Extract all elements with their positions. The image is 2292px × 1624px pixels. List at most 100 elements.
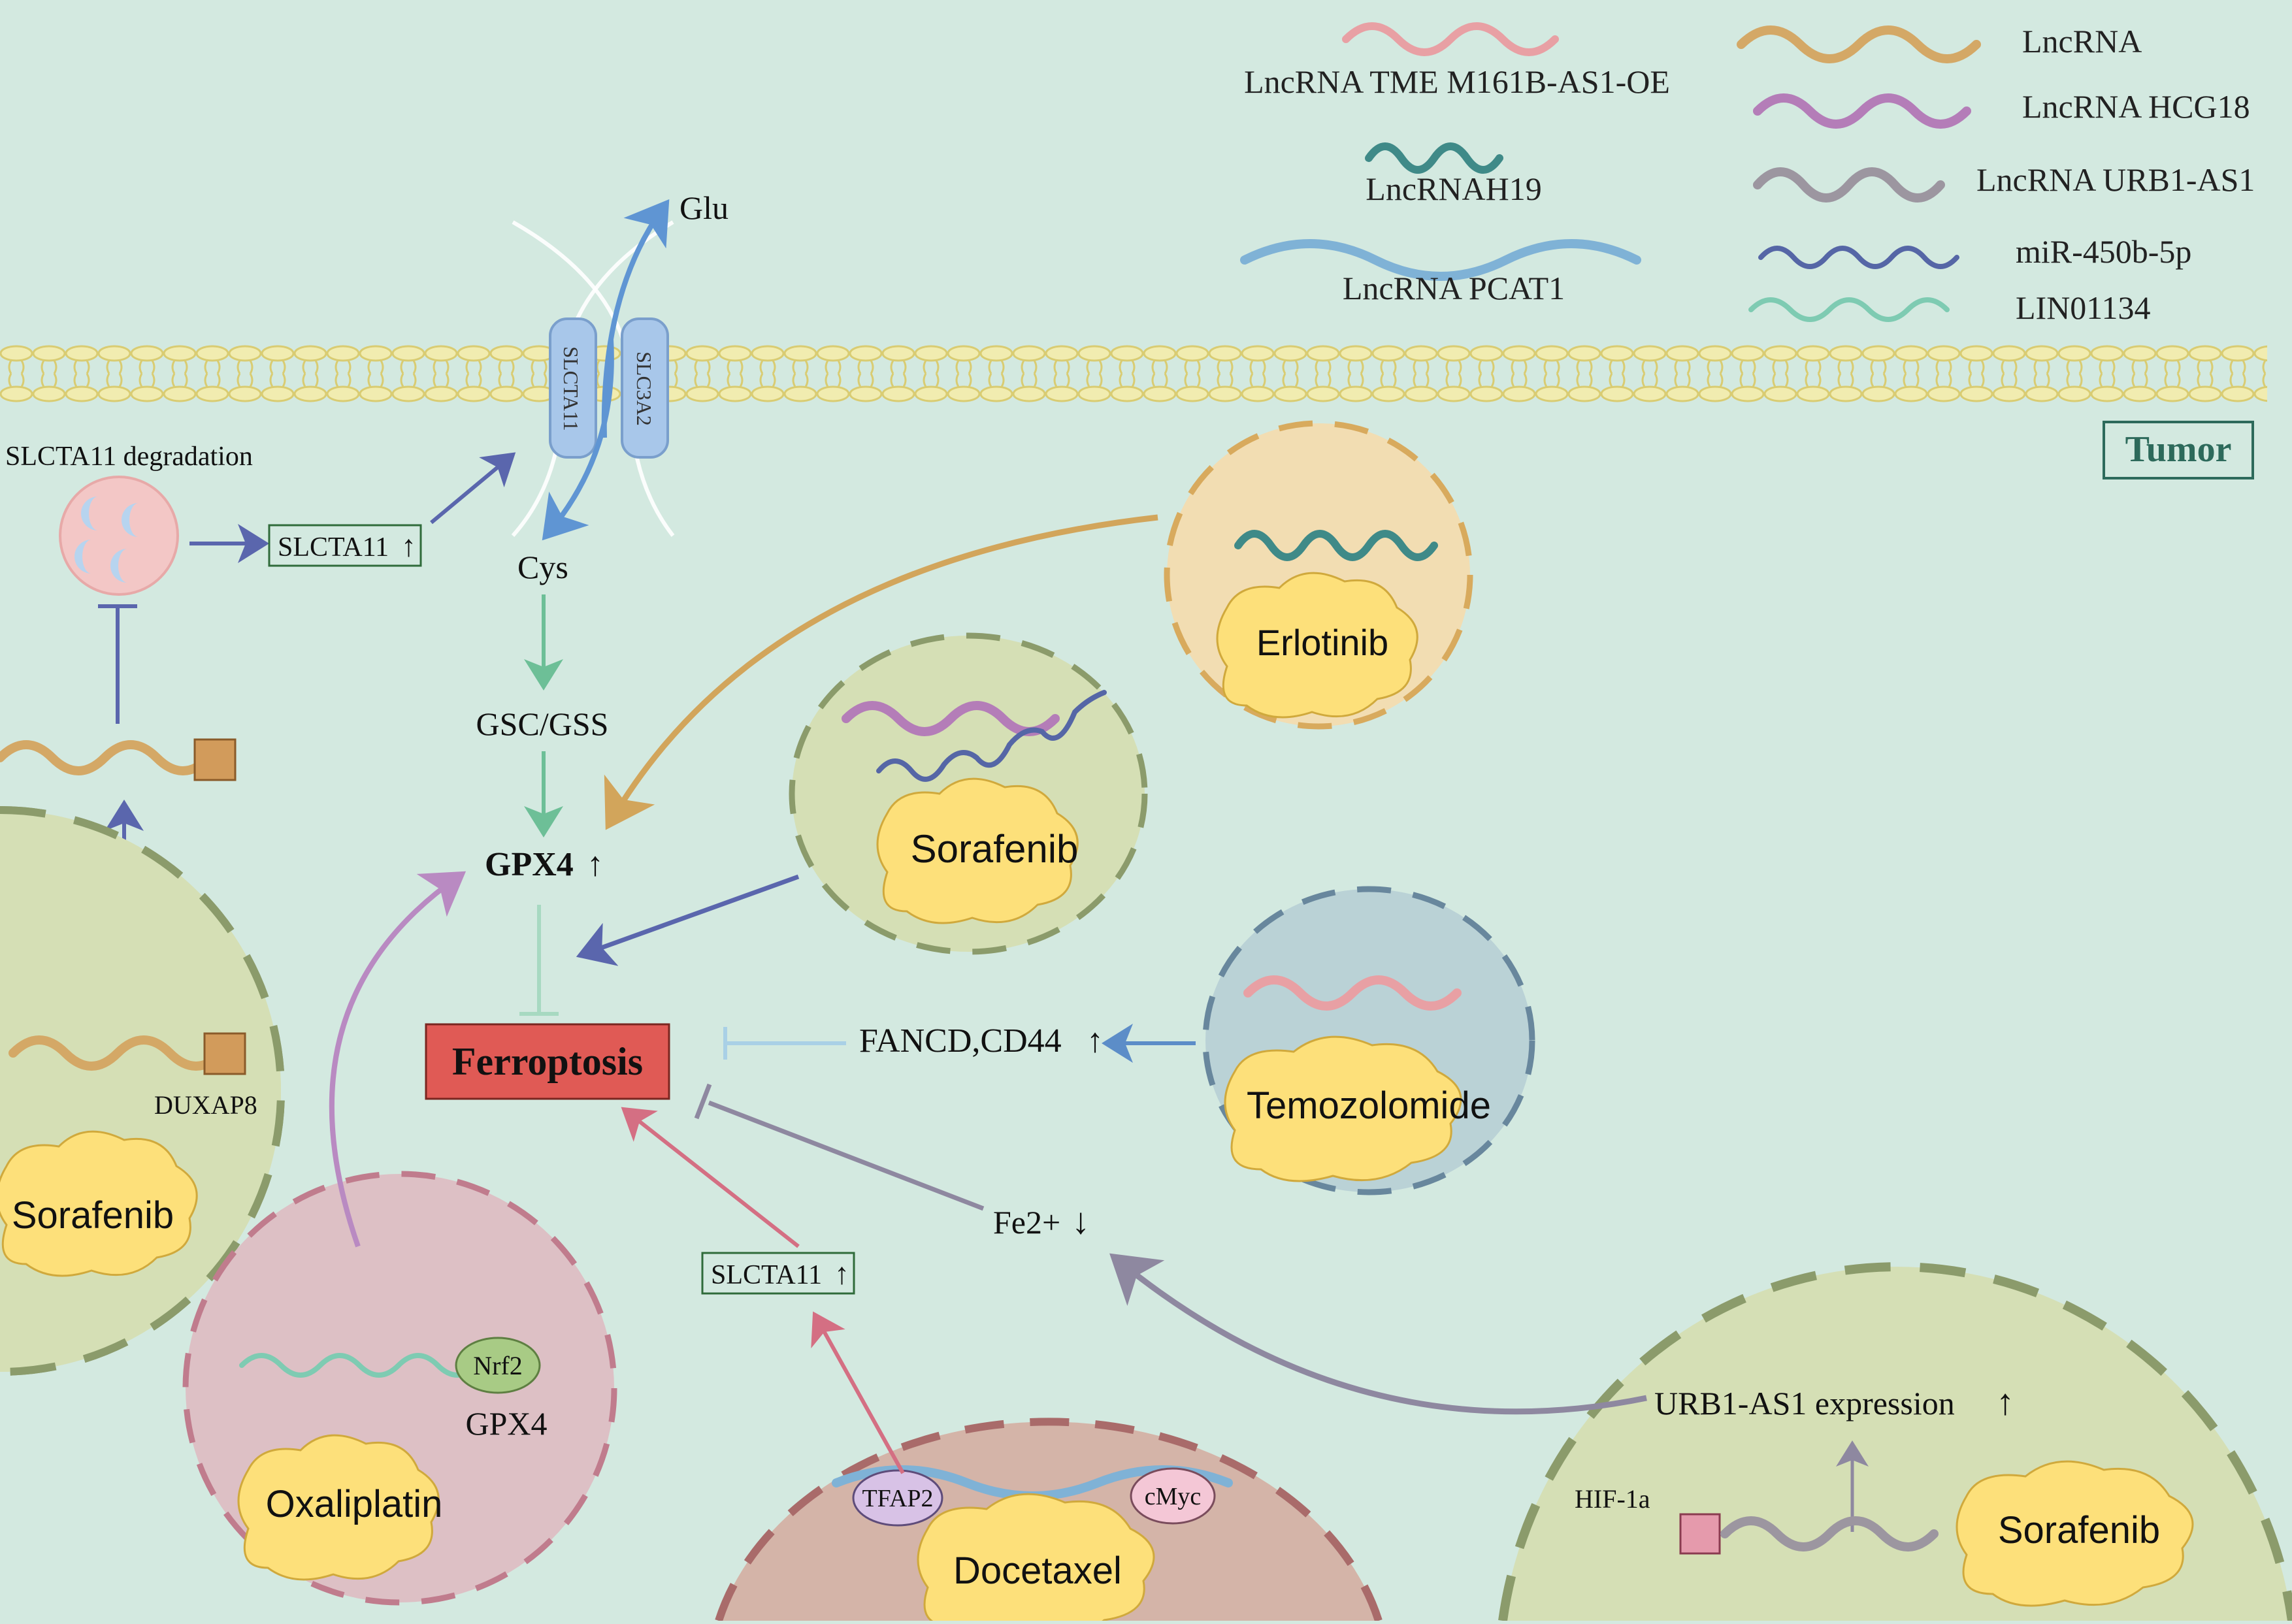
fe2-inhibition-line: [708, 1100, 985, 1211]
fe2-inhibition-bar: [694, 1083, 712, 1120]
drug-cloud-sorafenib-left: [0, 1130, 198, 1277]
cell-sorafenib-mid: Sorafenib: [789, 632, 1148, 955]
urb1-wave: [1720, 1516, 1939, 1551]
legend-wave-lin01134: [1748, 297, 1950, 322]
cmyc-factor: [1130, 1467, 1216, 1525]
slcta11-label-bottom: SLCTA11: [711, 1260, 822, 1290]
proteasome-icon: [59, 476, 179, 596]
legend-wave-pcat1: [1240, 239, 1641, 281]
legend-label-tme: LncRNA TME M161B-AS1-OE: [1244, 63, 1670, 100]
cell-docetaxel: TFAP2 cMyc Docetaxel: [715, 1418, 1383, 1624]
nrf2-label: Nrf2: [473, 1351, 523, 1380]
drug-cloud-oxaliplatin: [237, 1434, 440, 1581]
slcta11-box-top: [268, 524, 422, 567]
oxaliplatin-gpx4-label: GPX4: [465, 1405, 547, 1442]
drug-label-sorafenib-left: Sorafenib: [12, 1194, 174, 1237]
h19-wave: [1234, 530, 1438, 561]
cell-sorafenib-right: URB1-AS1 expression ↑ HIF-1a Sorafenib: [1498, 1262, 2292, 1621]
slcta11-protein: [549, 317, 597, 459]
lncrna-wave-duxap8: [8, 1035, 227, 1071]
drug-cloud-sorafenib-right: [1956, 1460, 2194, 1607]
legend-wave-lncrna: [1737, 25, 1981, 63]
gsc-gss-label: GSC/GSS: [476, 706, 609, 742]
sorafenib-mid-to-ferroptosis-arrow: [576, 874, 800, 966]
legend-wave-h19: [1365, 142, 1503, 174]
duxap8-label: DUXAP8: [154, 1090, 257, 1120]
cys-influx-arrow: [542, 339, 614, 541]
drug-label-temozolomide: Temozolomide: [1247, 1084, 1491, 1127]
duxap8-marker: [203, 1032, 246, 1075]
hif-marker: [1679, 1513, 1721, 1555]
tfap2-label: TFAP2: [862, 1485, 933, 1512]
legend-wave-tme: [1342, 22, 1559, 56]
urb1-expression-up-arrow: ↑: [1996, 1382, 2014, 1423]
tumor-label: Tumor: [2125, 429, 2232, 470]
slcta11-protein-label: SLCTA11: [559, 346, 583, 431]
tme-wave: [1243, 975, 1462, 1011]
slc3a2-protein-label: SLC3A2: [632, 351, 656, 426]
slcta11-to-ferroptosis-arrow: [621, 1107, 800, 1248]
tumor-label-box: [2103, 421, 2254, 479]
docetaxel-to-slcta11-arrow: [811, 1311, 905, 1474]
glu-efflux-arrow: [601, 199, 670, 438]
lncrna-wave-left-top: [0, 740, 214, 775]
drug-cloud-temozolomide: [1224, 1035, 1462, 1182]
drug-cloud-docetaxel: [917, 1493, 1155, 1624]
urb1-to-fe2-arrow: [1109, 1253, 1647, 1415]
gpx4-label: GPX4: [485, 846, 574, 883]
cell-temozolomide: Temozolomide: [1202, 886, 1535, 1195]
hif-label: HIF-1a: [1575, 1484, 1650, 1514]
slcta11-up-arrow-bottom: ↑: [834, 1257, 849, 1290]
cmyc-label: cMyc: [1145, 1483, 1202, 1510]
drug-label-docetaxel: Docetaxel: [953, 1550, 1122, 1592]
slcta11-up-arrow-top: ↑: [401, 529, 416, 562]
mir450b-wave: [876, 690, 1107, 782]
drug-cloud-sorafenib-mid: [876, 777, 1079, 924]
drug-label-sorafenib-right: Sorafenib: [1998, 1509, 2160, 1551]
slcta11-to-transporter-arrow: [430, 452, 516, 525]
cell-erlotinib: Erlotinib: [1164, 420, 1473, 730]
cell-docetaxel-membrane: [715, 1418, 1383, 1622]
legend-label-lin01134: LIN01134: [2016, 289, 2150, 326]
urb1-expression-label: URB1-AS1 expression: [1654, 1385, 1955, 1421]
slcta11-box-bottom: [701, 1252, 855, 1295]
drug-label-erlotinib: Erlotinib: [1256, 622, 1388, 663]
legend-label-mir450b: miR-450b-5p: [2016, 233, 2191, 270]
drug-label-sorafenib-mid: Sorafenib: [911, 827, 1079, 871]
slc3a2-protein: [621, 317, 669, 459]
drug-label-oxaliplatin: Oxaliplatin: [266, 1483, 443, 1525]
cell-membrane: [0, 345, 2267, 402]
oxaliplatin-to-gpx4-arrow: [329, 871, 467, 1248]
glu-label: Glu: [679, 189, 729, 226]
legend-label-h19: LncRNAH19: [1366, 171, 1541, 207]
fe2-down-arrow: ↓: [1072, 1201, 1090, 1242]
slcta11-label-top: SLCTA11: [278, 532, 389, 562]
ferroptosis-label: Ferroptosis: [452, 1040, 643, 1083]
legend-label-hcg18: LncRNA HCG18: [2022, 88, 2250, 125]
cys-label: Cys: [517, 549, 568, 585]
fancd-cd44-up-arrow: ↑: [1087, 1022, 1104, 1060]
legend-label-urb1: LncRNA URB1-AS1: [1976, 161, 2255, 198]
cell-oxaliplatin: Nrf2 GPX4 Oxaliplatin: [182, 1171, 617, 1606]
legend-wave-urb1: [1753, 167, 1945, 203]
legend: LncRNA TME M161B-AS1-OE LncRNAH19 LncRNA…: [1240, 22, 2255, 326]
slcta11-degradation-label: SLCTA11 degradation: [5, 442, 253, 472]
drug-cloud-erlotinib: [1216, 572, 1418, 719]
fe2-label: Fe2+: [993, 1204, 1060, 1241]
gpx4-up-arrow: ↑: [587, 846, 604, 883]
cell-sorafenib-left: DUXAP8 Sorafenib: [0, 806, 285, 1376]
legend-label-lncrna: LncRNA: [2022, 23, 2142, 59]
ferroptosis-box: [425, 1023, 670, 1100]
duxap8-marker-top: [193, 738, 237, 781]
legend-wave-hcg18: [1753, 93, 1971, 129]
nrf2-factor: [455, 1337, 541, 1394]
hcg18-wave: [842, 701, 1060, 736]
erlotinib-to-gpx4-arrow: [604, 514, 1158, 830]
fancd-cd44-label: FANCD,CD44: [859, 1022, 1062, 1060]
transporter-complex: SLCTA11 SLC3A2: [511, 220, 675, 537]
cell-sorafenib-right-membrane: [1498, 1262, 2292, 1621]
tfap2-factor: [852, 1469, 943, 1527]
legend-wave-mir450b: [1758, 246, 1959, 269]
